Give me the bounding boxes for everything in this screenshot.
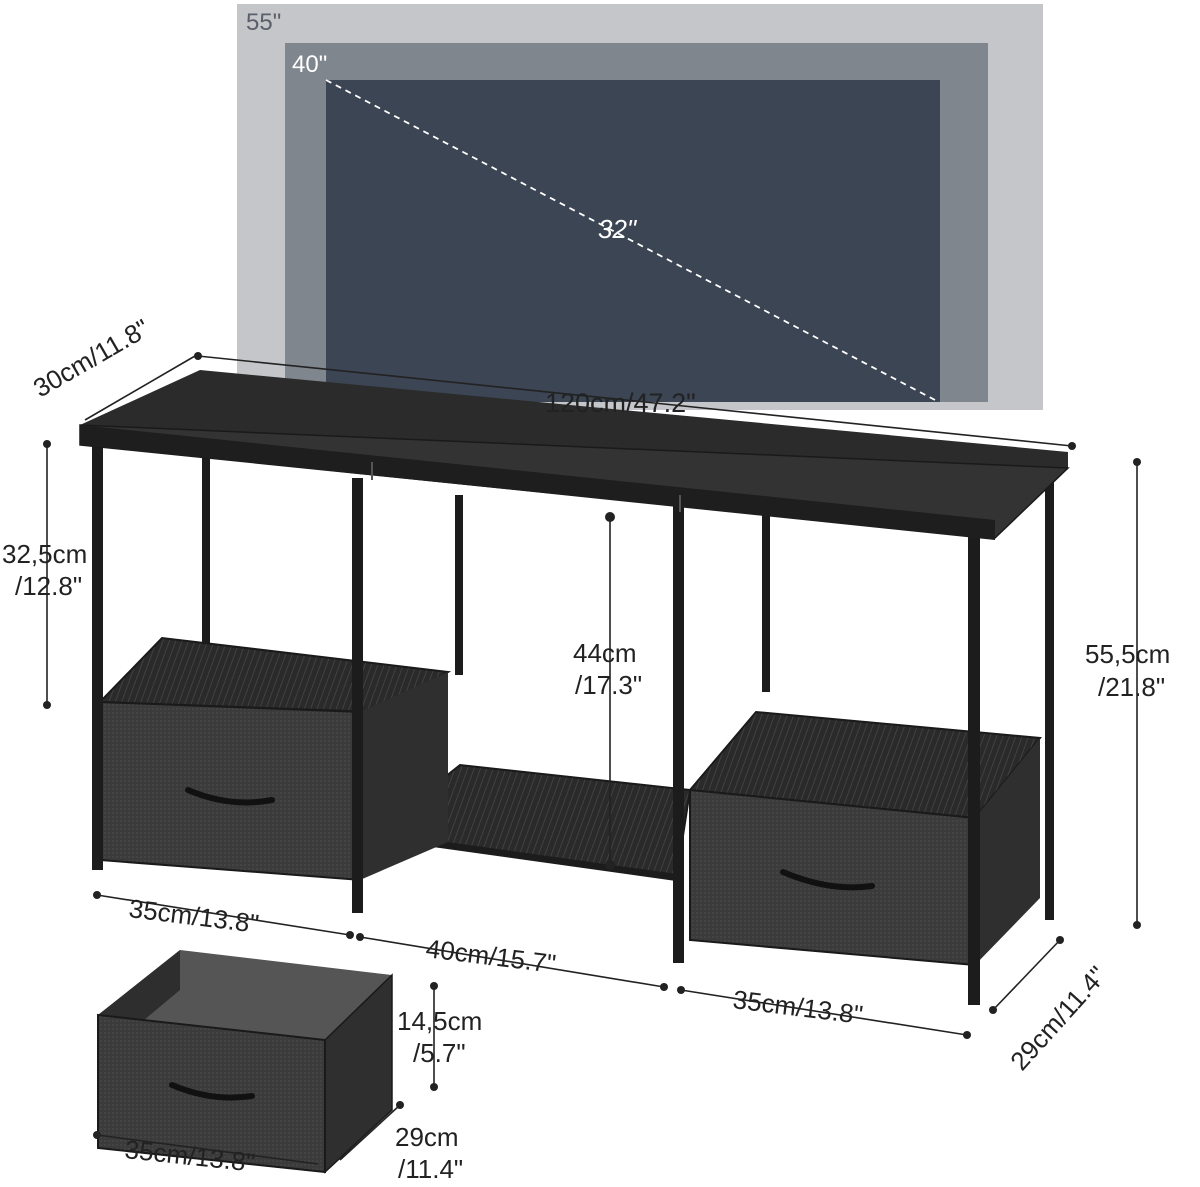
drawer-handle[interactable] [169,1082,255,1101]
right-section-width-label: 35cm/13.8" [731,984,864,1030]
drawer-depth-inch-label: /11.4" [398,1154,463,1184]
right-fabric-drawer [689,788,976,967]
tv-size-40-label: 40" [292,51,327,78]
drawer-depth-label: 29cm [395,1122,459,1152]
middle-section-width-label: 40cm/15.7" [424,933,557,979]
right-fabric-drawer-side [975,738,1040,965]
tv-size-illustration: 55" 40" 32" [237,4,1043,410]
side-opening-height-inch-label: /12.8" [15,571,82,601]
drawer-height-inch-label: /5.7" [413,1038,466,1068]
drawer-dimension-lines [93,982,438,1165]
tabletop-surface [80,370,1068,468]
front-leg [352,478,363,913]
tabletop-front-face [80,425,995,540]
back-leg [1045,465,1054,920]
front-leg [968,535,980,1005]
left-fabric-drawer [99,700,363,882]
width-total-label: 120cm/47.2" [545,388,696,418]
middle-opening-height-label: 44cm [573,638,637,668]
back-leg [455,495,463,675]
side-opening-height-label: 32,5cm [2,539,87,569]
tv-diagonal-line [325,79,936,401]
back-leg [762,492,770,692]
front-leg [92,445,103,870]
left-drawer-handle[interactable] [185,787,275,806]
front-leg [673,505,684,963]
depth-top-label: 30cm/11.8" [28,313,154,403]
total-height-inch-label: /21.8" [1098,672,1165,702]
right-drawer-handle[interactable] [780,869,875,891]
detached-drawer [97,950,393,1174]
back-leg [202,455,210,655]
total-height-label: 55,5cm [1085,639,1170,669]
left-section-width-label: 35cm/13.8" [127,893,260,939]
middle-opening-height-inch-label: /17.3" [575,670,642,700]
tv-size-55-label: 55" [246,9,281,36]
depth-bottom-label: 29cm/11.4" [1004,960,1112,1076]
left-fabric-drawer-side [360,672,448,880]
drawer-height-label: 14,5cm [397,1006,482,1036]
tv-size-32-label: 32" [598,214,638,244]
dimension-lines [43,352,1141,1039]
tv-stand [79,370,1070,1005]
